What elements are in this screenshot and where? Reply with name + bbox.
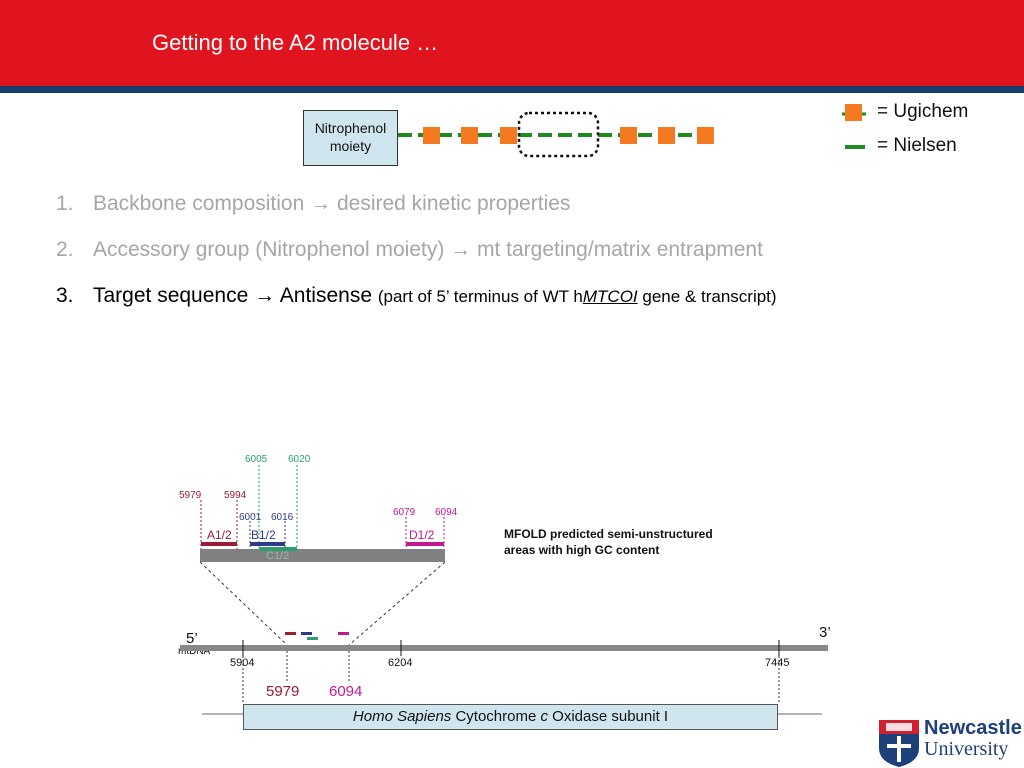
list-text-note-post: gene & transcript): [637, 287, 777, 306]
region-bar-a12: [201, 542, 237, 546]
list-text-note: (part of 5’ terminus of WT hMTCOI gene &…: [378, 287, 777, 306]
pos-label-6094: 6094: [435, 507, 458, 518]
cox-name-b: Oxidase subunit I: [548, 708, 669, 725]
gene-name: MTCOI: [582, 287, 638, 306]
region-label-c12: C1/2: [266, 550, 289, 562]
list-text: Target sequence → Antisense (part of 5’ …: [93, 284, 777, 308]
pos-label-6016: 6016: [271, 512, 294, 523]
five-prime-label: 5’: [186, 630, 198, 647]
list-number: 3.: [56, 284, 74, 307]
mfold-note-line2: areas with high GC content: [504, 543, 659, 557]
three-prime-label: 3’: [819, 624, 831, 641]
zoom-bar: [200, 549, 445, 562]
logo-cross: [887, 736, 911, 762]
nitrophenol-label-line1: Nitrophenol: [314, 120, 387, 136]
logo-line1: Newcastle: [924, 717, 1022, 739]
region-bar-d12: [406, 542, 444, 546]
pos-label-5994: 5994: [224, 490, 247, 501]
mark-d12: [338, 632, 349, 635]
mfold-note-line1: MFOLD predicted semi-unstructured: [504, 527, 713, 541]
newcastle-university-logo: [879, 720, 919, 767]
list-number: 1.: [56, 192, 74, 215]
logo-lion: [886, 723, 912, 731]
ugichem-unit: [658, 127, 675, 144]
pos-label-7445: 7445: [765, 657, 789, 669]
mtdna-bar: [180, 645, 828, 651]
nitrophenol-moiety-box: Nitrophenol moiety: [303, 110, 398, 166]
slide-title: Getting to the A2 molecule …: [152, 30, 439, 55]
legend-ugichem-label: = Ugichem: [877, 101, 969, 122]
pos-label-6001: 6001: [239, 512, 262, 523]
cox-c: c: [540, 708, 549, 725]
list-text: Backbone composition → desired kinetic p…: [93, 192, 571, 215]
pos-label-6020: 6020: [288, 454, 311, 465]
region-bar-b12: [250, 542, 285, 546]
mark-c12: [307, 637, 318, 640]
region-label-a12: A1/2: [207, 528, 232, 542]
legend-nielsen-label: = Nielsen: [877, 135, 957, 156]
cox-species: Homo Sapiens: [352, 708, 452, 725]
list-text-main: Target sequence → Antisense: [93, 284, 373, 307]
region-label-d12: D1/2: [409, 528, 435, 542]
region-label-b12: B1/2: [251, 528, 276, 542]
zoom-projection-right: [348, 561, 446, 646]
ugichem-unit: [461, 127, 478, 144]
ugichem-unit: [500, 127, 517, 144]
ugichem-unit: [697, 127, 714, 144]
pos-label-6094-large: 6094: [329, 683, 362, 700]
slide-header: [0, 0, 1024, 86]
ugichem-unit: [423, 127, 440, 144]
pos-label-6005: 6005: [245, 454, 268, 465]
nitrophenol-label-line2: moiety: [329, 138, 372, 154]
logo-line2: University: [924, 738, 1009, 760]
header-rule: [0, 86, 1024, 93]
cox-gene-box: Homo Sapiens Cytochrome c Oxidase subuni…: [243, 704, 778, 730]
mtdna-label: mtDNA: [178, 646, 211, 657]
pos-label-5904: 5904: [230, 657, 254, 669]
pos-label-5979: 5979: [179, 490, 202, 501]
dotted-highlight-box: [517, 111, 600, 158]
list-text: Accessory group (Nitrophenol moiety) → m…: [93, 238, 763, 261]
region-bar-c12: [259, 547, 297, 551]
ugichem-unit: [620, 127, 637, 144]
mark-a12: [285, 632, 296, 635]
ugichem-legend-icon: [845, 104, 862, 121]
pos-label-5979-large: 5979: [266, 683, 299, 700]
list-text-note-pre: (part of 5’ terminus of WT h: [377, 287, 583, 306]
mark-b12: [301, 632, 312, 635]
pos-label-6079: 6079: [393, 507, 416, 518]
pos-label-6204: 6204: [388, 657, 412, 669]
list-number: 2.: [56, 238, 74, 261]
zoom-projection-left: [199, 561, 288, 646]
cox-name-a: Cytochrome: [451, 708, 541, 725]
